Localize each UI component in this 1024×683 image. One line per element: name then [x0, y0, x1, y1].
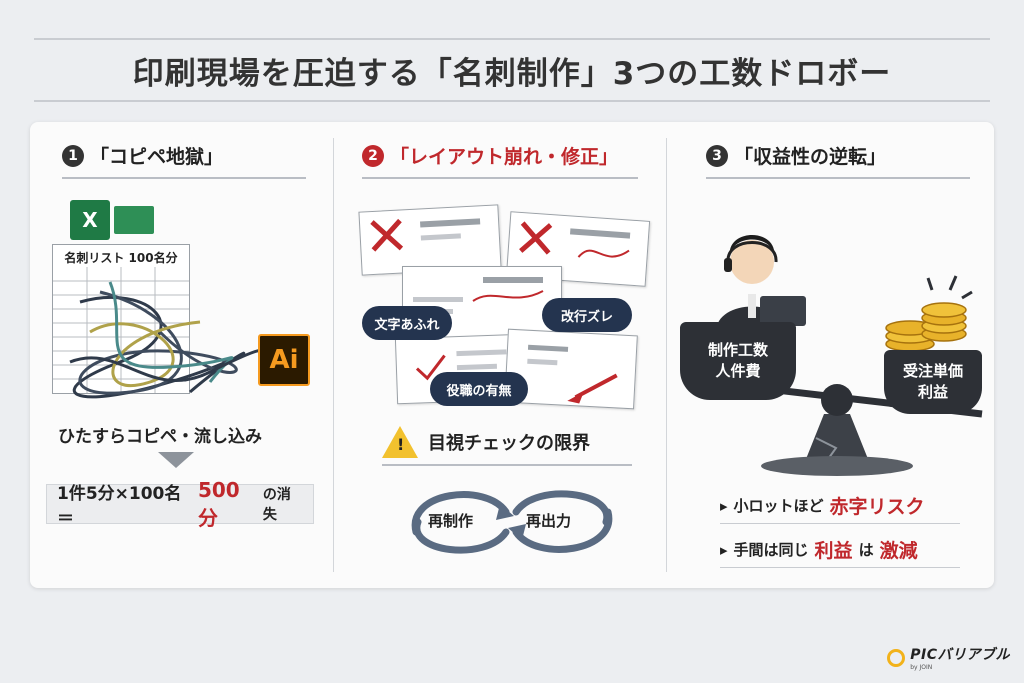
brand-logo: PICバリアブル by JOIN — [887, 644, 1010, 671]
cost-label-line2: 人件費 — [715, 362, 761, 380]
cost-label-line1: 制作工数 — [707, 341, 768, 359]
warning-icon: ! — [382, 426, 418, 458]
bullet-emphasis: 利益 — [814, 540, 853, 562]
x-mark-icon — [519, 221, 631, 258]
bullet-emphasis: 赤字リスク — [829, 496, 925, 518]
bullet-marker-icon: ▸ — [720, 540, 728, 559]
column-divider — [666, 138, 667, 572]
heading-text: 「コピペ地獄」 — [90, 146, 224, 168]
speech-bubble: 文字あふれ — [362, 306, 452, 340]
column-1-heading: 1 「コピペ地獄」 — [62, 142, 306, 179]
red-arrow-icon — [527, 344, 618, 404]
revenue-label-line1: 受注単価 — [902, 362, 963, 380]
number-badge: 1 — [62, 144, 84, 167]
logo-name: PICバリアブル — [910, 647, 1010, 663]
calc-value: 500分 — [197, 477, 240, 530]
bullet-item: ▸ 手間は同じ 利益 は 激減 — [720, 536, 960, 568]
cycle-label-reoutput: 再出力 — [526, 512, 572, 530]
calc-suffix: の消失 — [262, 487, 291, 523]
revenue-pan: 受注単価 利益 — [884, 350, 982, 414]
bullet-emphasis-2: 激減 — [879, 540, 918, 562]
tangled-lines-illustration — [69, 281, 280, 399]
x-mark-icon — [370, 218, 481, 252]
bullet-text: 手間は同じ — [733, 541, 809, 559]
coin-stack-icon — [885, 275, 973, 352]
column-divider — [333, 138, 334, 572]
number-badge: 3 — [706, 144, 728, 167]
logo-mark-icon — [887, 648, 906, 667]
bullet-text: 小ロットほど — [733, 497, 824, 515]
check-mark-icon — [415, 349, 507, 381]
column-2-heading: 2 「レイアウト崩れ・修正」 — [362, 142, 638, 179]
logo-sub: by JOIN — [910, 664, 933, 671]
title-bar: 印刷現場を圧迫する「名刺制作」3つの工数ドロボー — [34, 38, 990, 102]
speech-bubble: 改行ズレ — [542, 298, 632, 332]
page-title: 印刷現場を圧迫する「名刺制作」3つの工数ドロボー — [132, 55, 892, 92]
revenue-label-line2: 利益 — [917, 383, 948, 401]
content-panel: 1 「コピペ地獄」 X 名刺リスト 100名分 Ai ひたすらコピペ・ — [30, 122, 994, 588]
cycle-label-remake: 再制作 — [428, 512, 474, 530]
calculation-box: 1件5分×100名＝ 500分 の消失 — [46, 478, 314, 530]
bullet-item: ▸ 小ロットほど 赤字リスク — [720, 492, 960, 524]
warning-text: 目視チェックの限界 — [428, 433, 590, 454]
heading-text: 「収益性の逆転」 — [734, 146, 887, 168]
warning-row: ! 目視チェックの限界 — [382, 426, 632, 466]
down-arrow-icon — [158, 452, 194, 468]
operator-illustration — [716, 235, 806, 332]
number-badge: 2 — [362, 144, 384, 167]
calc-prefix: 1件5分×100名＝ — [57, 484, 182, 529]
proof-sheet — [358, 204, 502, 276]
heading-text: 「レイアウト崩れ・修正」 — [390, 146, 619, 168]
rework-cycle-arrows — [411, 490, 613, 554]
sheet-label: 名刺リスト 100名分 — [64, 251, 178, 265]
proof-sheet — [504, 328, 638, 410]
illustrator-icon: Ai — [258, 334, 310, 386]
proof-sheet — [505, 211, 651, 287]
excel-grid-icon — [114, 206, 154, 234]
speech-bubble: 役職の有無 — [430, 372, 528, 406]
excel-icon: X — [70, 200, 110, 240]
bullet-suffix: は — [858, 541, 874, 559]
bullet-marker-icon: ▸ — [720, 496, 728, 515]
copy-paste-caption: ひたすらコピペ・流し込み — [58, 427, 262, 447]
proof-sheet — [394, 333, 528, 405]
cost-pan: 制作工数 人件費 — [680, 322, 796, 400]
column-3-heading: 3 「収益性の逆転」 — [706, 142, 970, 179]
